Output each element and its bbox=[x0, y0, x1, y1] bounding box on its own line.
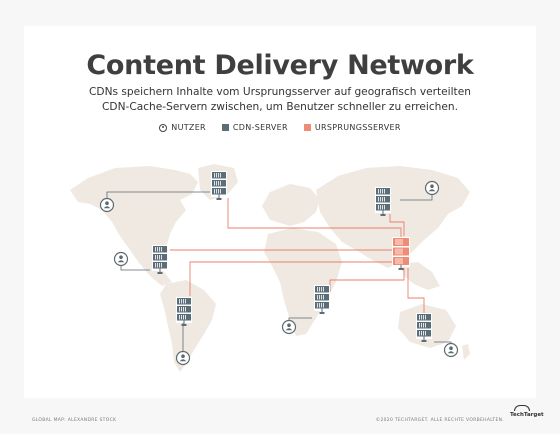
link-origin-to-cdn-australia bbox=[407, 268, 425, 314]
origin-server-icon bbox=[391, 236, 411, 271]
origin-server-icon bbox=[303, 124, 311, 131]
cdn-server-icon bbox=[210, 170, 228, 201]
continent-new-zealand bbox=[462, 344, 470, 360]
user-icon bbox=[424, 180, 440, 196]
legend-label-origin: URSPRUNGSSERVER bbox=[314, 123, 401, 132]
map-credit: GLOBAL MAP: ALEXANDRE STOCK bbox=[32, 418, 117, 423]
legend-item-origin: URSPRUNGSSERVER bbox=[303, 123, 401, 132]
user-icon bbox=[113, 251, 129, 267]
cdn-server-icon bbox=[313, 284, 331, 315]
subtitle-line-1: CDNs speichern Inhalte vom Ursprungsserv… bbox=[89, 86, 471, 98]
cdn-server-icon bbox=[151, 244, 169, 275]
user-icon bbox=[281, 319, 297, 335]
continents bbox=[70, 164, 470, 372]
link-origin-to-cdn-africa bbox=[329, 268, 405, 292]
legend-label-user: NUTZER bbox=[171, 123, 206, 132]
legend-item-user: NUTZER bbox=[159, 123, 206, 132]
link-origin-to-cdn-southamerica bbox=[189, 261, 397, 296]
continent-southeast-asia bbox=[400, 262, 440, 290]
page-title: Content Delivery Network bbox=[86, 50, 474, 81]
cdn-server-icon bbox=[415, 312, 433, 343]
legend-item-cdn: CDN-SERVER bbox=[221, 123, 288, 132]
cdn-server-icon bbox=[221, 124, 229, 131]
continent-europe bbox=[262, 184, 320, 226]
user-icon bbox=[443, 342, 459, 358]
user-icon bbox=[99, 197, 115, 213]
continent-south-america bbox=[160, 280, 216, 372]
brand-logo: TechTarget bbox=[510, 412, 544, 418]
subtitle: CDNs speichern Inhalte vom Ursprungsserv… bbox=[40, 85, 520, 115]
techtarget-logo-icon bbox=[514, 405, 530, 411]
link-origin-to-cdn-asia bbox=[389, 214, 405, 236]
subtitle-line-2: CDN-Cache-Servern zwischen, um Benutzer … bbox=[102, 101, 458, 113]
continent-north-america bbox=[70, 166, 198, 286]
legend-label-cdn: CDN-SERVER bbox=[232, 123, 288, 132]
link-origin-to-cdn-north bbox=[227, 198, 402, 242]
cdn-server-icon bbox=[175, 296, 193, 327]
user-icon bbox=[175, 350, 191, 366]
legend: NUTZER CDN-SERVER URSPRUNGSSERVER bbox=[0, 123, 560, 132]
copyright: ©2020 TECHTARGET. ALLE RECHTE VORBEHALTE… bbox=[375, 418, 504, 423]
cdn-server-icon bbox=[374, 186, 392, 217]
continent-africa bbox=[264, 228, 342, 336]
user-icon bbox=[159, 123, 168, 132]
